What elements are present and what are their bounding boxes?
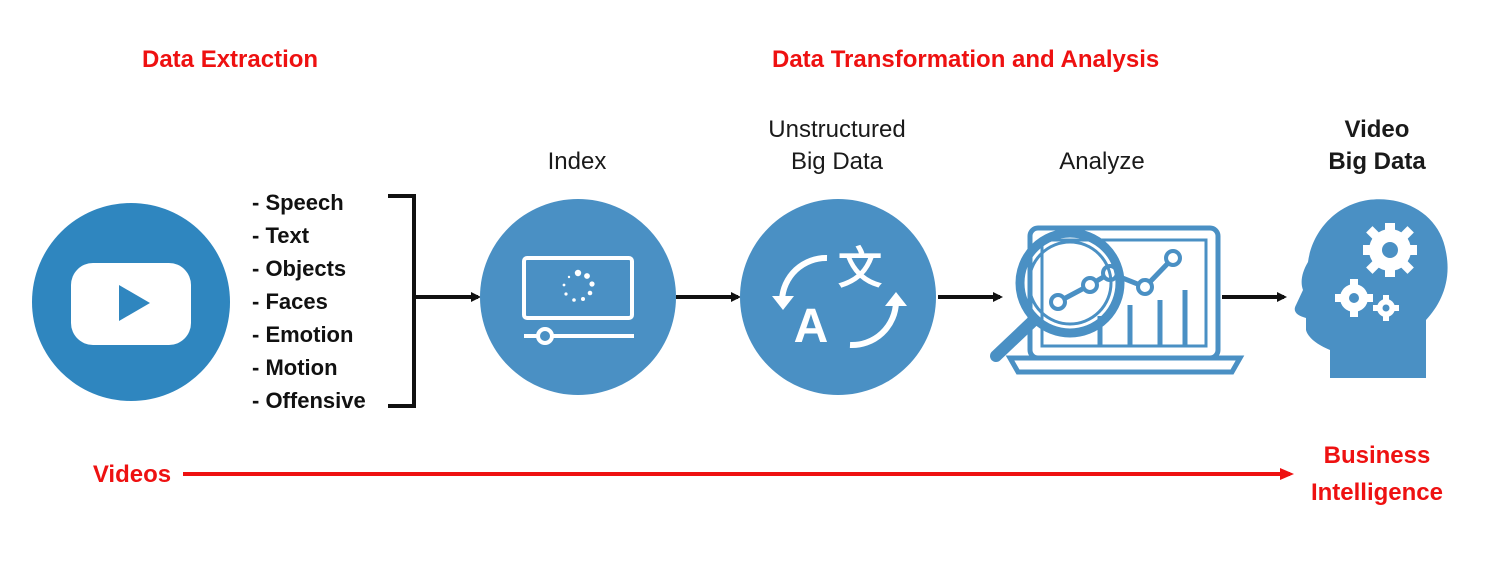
extracted-features-list: - Speech - Text - Objects - Faces - Emot… — [252, 186, 366, 417]
label-index: Index — [527, 146, 627, 178]
loading-screen-icon — [480, 199, 676, 395]
feature-item: - Offensive — [252, 388, 366, 413]
feature-item: - Faces — [252, 289, 328, 314]
flow-end-line1: Business — [1323, 442, 1431, 469]
label-analyze-text: Analyze — [1059, 148, 1145, 175]
label-video-big-data: Video Big Data — [1307, 114, 1447, 178]
feature-item: - Motion — [252, 355, 338, 380]
translate-icon: 文 A — [740, 199, 936, 395]
magnifier-chart-icon — [990, 225, 1245, 375]
head-gears-icon — [1294, 199, 1448, 378]
label-analyze: Analyze — [1032, 146, 1172, 178]
flow-start-text: Videos — [92, 461, 172, 488]
feature-item: - Emotion — [252, 322, 354, 347]
heading-data-extraction: Data Extraction — [142, 46, 319, 73]
play-button-icon — [32, 203, 230, 401]
flow-end-line2: Intelligence — [1310, 479, 1444, 506]
flow-start-label: Videos — [82, 456, 182, 493]
feature-item: - Speech — [252, 190, 344, 215]
label-unstructured-line1: Unstructured — [768, 116, 906, 143]
feature-bracket — [388, 194, 416, 408]
label-index-text: Index — [547, 148, 607, 175]
feature-item: - Objects — [252, 256, 347, 281]
label-unstructured-big-data: Unstructured Big Data — [737, 114, 937, 178]
label-video-line2: Big Data — [1328, 148, 1426, 175]
flow-end-label: Business Intelligence — [1292, 437, 1462, 511]
label-video-line1: Video — [1344, 116, 1410, 143]
svg-text:A: A — [794, 300, 829, 353]
feature-item: - Text — [252, 223, 310, 248]
label-unstructured-line2: Big Data — [790, 148, 884, 175]
svg-text:文: 文 — [838, 243, 882, 294]
heading-data-transformation: Data Transformation and Analysis — [772, 46, 1160, 73]
